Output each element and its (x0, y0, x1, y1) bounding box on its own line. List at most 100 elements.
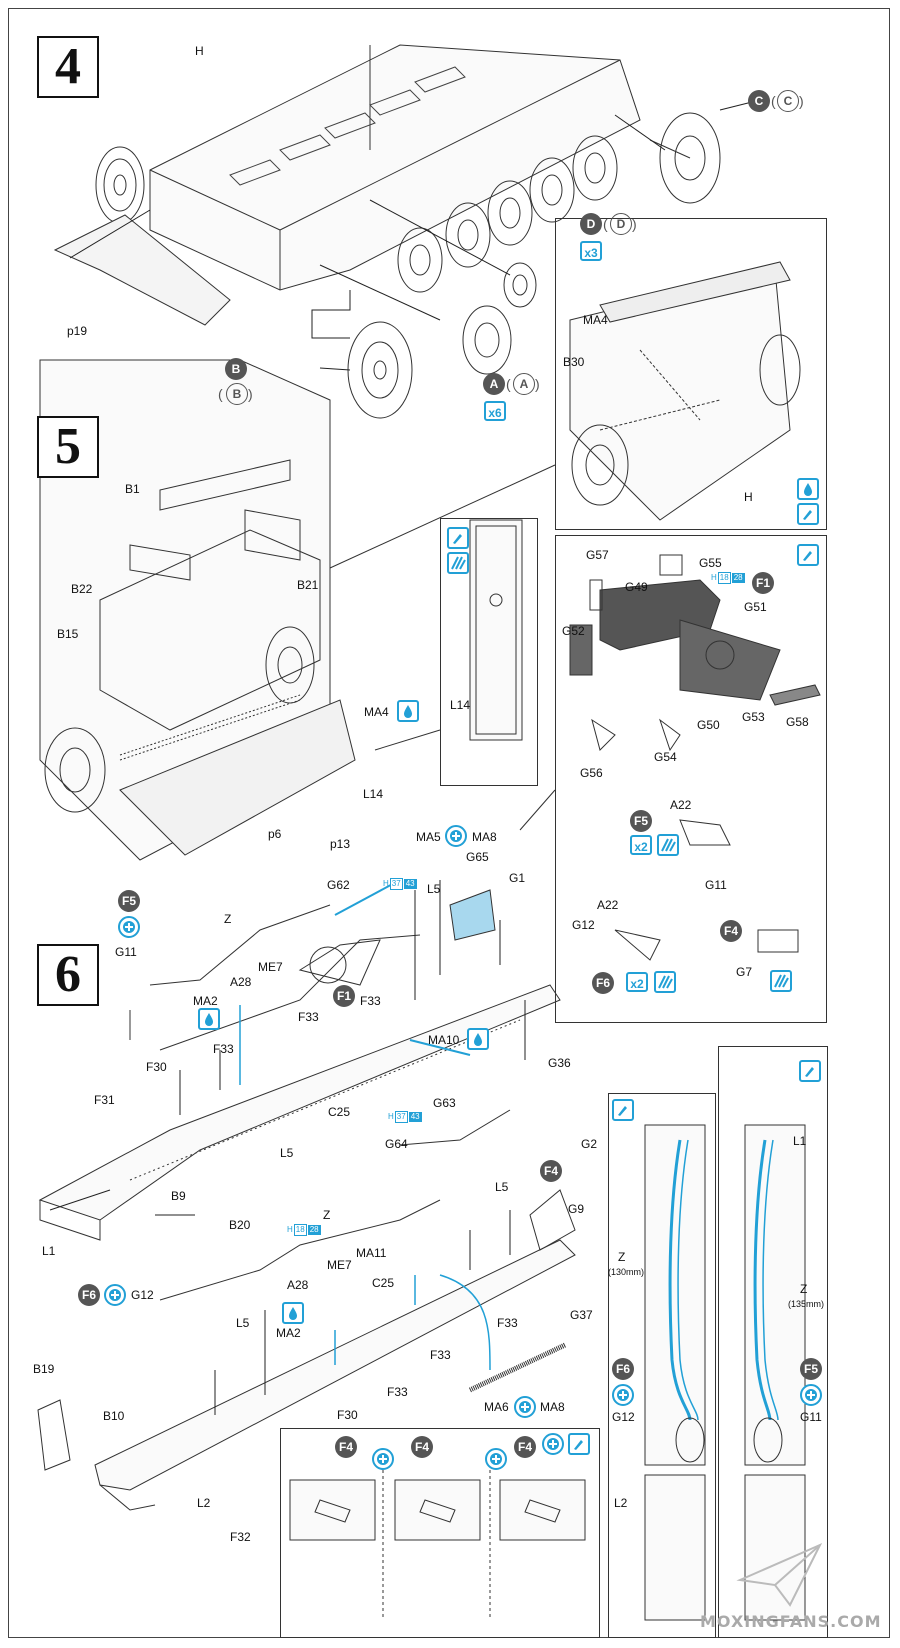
ref-tag-part-d: 43 (403, 879, 417, 889)
label-MA8: MA8 (472, 830, 497, 844)
cement-icon-MA10 (467, 1028, 489, 1050)
tow-cable-panel-2 (718, 1046, 828, 1638)
label-G50: G50 (697, 718, 720, 732)
label-B21: B21 (297, 578, 319, 592)
label-G12-sub: G12 (572, 918, 595, 932)
badge-D: D (580, 213, 602, 235)
label-F33-c: F33 (213, 1042, 234, 1056)
label-H: H (195, 44, 204, 58)
ref-tag-part-g: 18 (293, 1224, 307, 1236)
bend-icon-detail-2 (485, 1448, 507, 1470)
label-B9: B9 (171, 1189, 186, 1203)
label-G12-tow: G12 (612, 1410, 635, 1424)
step6-connectors (49, 880, 526, 1415)
badge-F5-sub: F5 (630, 810, 652, 832)
label-F30-b: F30 (337, 1408, 358, 1422)
label-H-step5: H (744, 490, 753, 504)
label-G52: G52 (562, 624, 585, 638)
step-number-4: 4 (37, 36, 99, 98)
label-F33-b: F33 (298, 1010, 319, 1024)
badge-F4-step6: F4 (540, 1160, 562, 1182)
bend-icon-MA5 (445, 825, 467, 847)
label-MA2-b: MA2 (276, 1326, 301, 1340)
label-ME7-b: ME7 (327, 1258, 352, 1272)
badge-F4-detail-1: F4 (335, 1436, 357, 1458)
paren-open-D: ( (603, 216, 608, 232)
label-B30: B30 (563, 355, 585, 369)
label-G1: G1 (509, 871, 526, 885)
badge-F6-step6: F6 (78, 1284, 100, 1306)
step4-road-wheels (397, 135, 618, 293)
label-G51: G51 (744, 600, 767, 614)
label-G58: G58 (786, 715, 809, 729)
ref-tag-part-e: 37 (394, 1111, 408, 1123)
label-Z-1: Z (224, 912, 232, 926)
label-L1-tow: L1 (793, 1134, 807, 1148)
label-length-135: (135mm) (788, 1299, 825, 1309)
badge-F4-detail-3: F4 (514, 1436, 536, 1458)
label-MA8-b: MA8 (540, 1400, 565, 1414)
ref-tag-part-f: 43 (408, 1112, 422, 1122)
label-p19: p19 (67, 324, 88, 338)
badge-F6-sub: F6 (592, 972, 614, 994)
label-A28-b: A28 (287, 1278, 309, 1292)
ref-tag-part-h: 28 (307, 1225, 321, 1235)
step6-lower-fender (37, 1109, 576, 1511)
label-F33-a: F33 (360, 994, 381, 1008)
quantity-x6: x6 (484, 401, 506, 421)
label-B19: B19 (33, 1362, 55, 1376)
quantity-x3: x3 (580, 241, 602, 261)
ref-tag-sprue-3: H (388, 1112, 394, 1121)
step4-arrows (69, 99, 761, 371)
label-A22-a: A22 (670, 798, 692, 812)
label-p13: p13 (330, 837, 351, 851)
label-C25: C25 (328, 1105, 351, 1119)
cement-icon-MA2-b (282, 1302, 304, 1324)
label-G11-sub: G11 (705, 878, 727, 892)
label-ME7: ME7 (258, 960, 283, 974)
label-G12-step6: G12 (131, 1288, 154, 1302)
label-C25-b: C25 (372, 1276, 395, 1290)
bend-icon-F5-tow (800, 1384, 822, 1406)
label-Z-130: Z (618, 1250, 626, 1264)
label-MA6: MA6 (484, 1400, 509, 1414)
ref-tag-part-b: 28 (731, 573, 745, 583)
label-G7: G7 (736, 965, 753, 979)
badge-C-alt: C (777, 90, 799, 112)
paren-open-A: ( (506, 376, 511, 392)
step6-upper-fender (38, 879, 561, 1241)
label-L14-detail: L14 (450, 698, 471, 712)
tow-cable-panel (608, 1093, 716, 1638)
paren-open-B: ( (218, 386, 223, 402)
paren-open-C: ( (771, 93, 776, 109)
label-L5-a: L5 (427, 882, 441, 896)
label-G56: G56 (580, 766, 603, 780)
label-G57: G57 (586, 548, 609, 562)
label-G11-tow: G11 (800, 1410, 822, 1424)
step4-parts (53, 112, 721, 419)
quantity-x2-a: x2 (630, 835, 652, 855)
badge-F5-tow: F5 (800, 1358, 822, 1380)
badge-F6-tow: F6 (612, 1358, 634, 1380)
label-G65: G65 (466, 850, 489, 864)
label-G9: G9 (568, 1202, 585, 1216)
quantity-x2-b: x2 (626, 972, 648, 992)
badge-F4-detail-2: F4 (411, 1436, 433, 1458)
label-G64: G64 (385, 1137, 408, 1151)
label-B20: B20 (229, 1218, 251, 1232)
label-MA10: MA10 (428, 1033, 460, 1047)
paint-icon-L14 (447, 527, 469, 549)
weathering-icon-L14 (447, 552, 469, 574)
paint-icon-top (797, 503, 819, 525)
badge-B-alt: B (226, 383, 248, 405)
label-MA4: MA4 (364, 705, 389, 719)
label-L2-tow: L2 (614, 1496, 628, 1510)
label-G49: G49 (625, 580, 648, 594)
label-F33-f: F33 (387, 1385, 408, 1399)
cement-icon-MA4 (397, 700, 419, 722)
step5-detail-panel (440, 518, 538, 786)
cement-icon-MA2 (198, 1008, 220, 1030)
